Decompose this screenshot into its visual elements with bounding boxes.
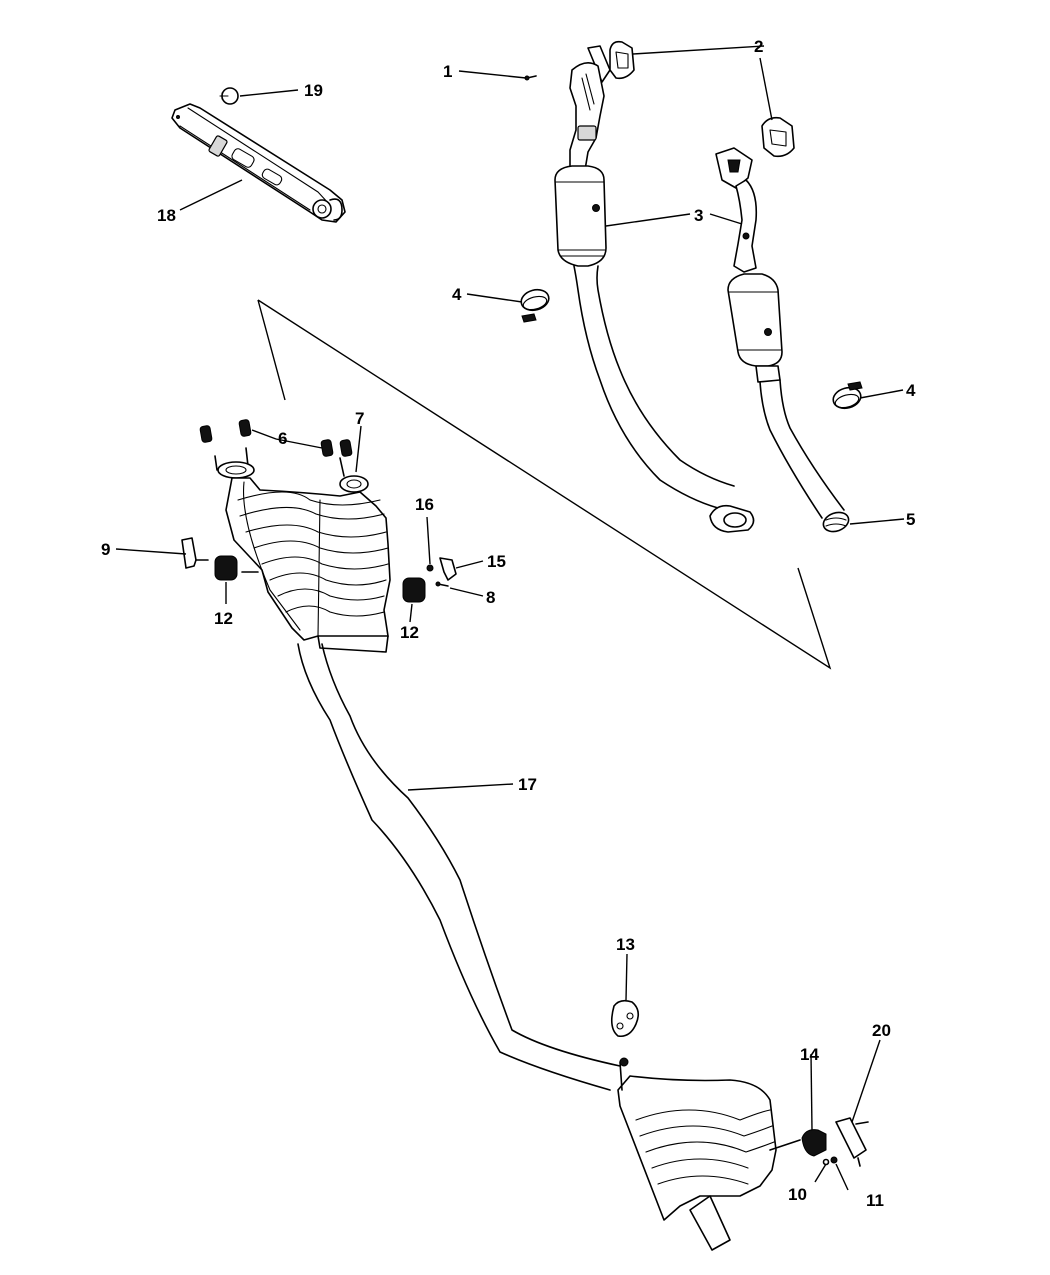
part-rear-muffler[interactable] — [617, 1057, 801, 1251]
callout-15: 15 — [487, 552, 506, 571]
callout-7: 7 — [355, 409, 364, 428]
callout-8: 8 — [486, 588, 495, 607]
leader-lines — [115, 45, 905, 1191]
assembly-frame-line — [257, 299, 832, 670]
part-11-nut[interactable] — [830, 1156, 838, 1164]
callout-14: 14 — [800, 1045, 819, 1064]
part-9-hanger-bracket[interactable] — [181, 537, 209, 569]
callout-9: 9 — [101, 540, 110, 559]
callout-3: 3 — [694, 206, 703, 225]
callout-20: 20 — [872, 1021, 891, 1040]
part-19-push-pin[interactable] — [219, 87, 239, 105]
callout-labels: 1 2 3 4 4 5 6 7 8 9 10 11 12 12 13 14 15… — [101, 37, 916, 1210]
callout-4: 4 — [906, 381, 916, 400]
callout-19: 19 — [304, 81, 323, 100]
part-17-intermediate-pipe[interactable] — [297, 643, 621, 1091]
part-2-gasket-front[interactable] — [609, 40, 635, 80]
part-front-converter-assembly[interactable] — [214, 447, 391, 653]
part-16-nut[interactable] — [426, 564, 434, 572]
callout-13: 13 — [616, 935, 635, 954]
callout-1: 1 — [443, 62, 452, 81]
callout-12: 12 — [400, 623, 419, 642]
part-14-isolator[interactable] — [801, 1129, 827, 1157]
part-12-isolator-right[interactable] — [402, 577, 426, 603]
callout-6: 6 — [278, 429, 287, 448]
callout-5: 5 — [906, 510, 915, 529]
part-12-isolator-left[interactable] — [214, 555, 259, 581]
part-20-hanger-bracket[interactable] — [835, 1117, 869, 1167]
part-2-gasket-rear[interactable] — [761, 116, 795, 158]
part-15-bracket[interactable] — [439, 557, 457, 581]
callout-17: 17 — [518, 775, 537, 794]
part-8-bolt[interactable] — [435, 581, 449, 587]
part-1-bolt[interactable] — [524, 75, 537, 81]
callout-2: 2 — [754, 37, 763, 56]
part-13-isolator[interactable] — [610, 999, 640, 1038]
callout-11: 11 — [866, 1191, 884, 1210]
callout-16: 16 — [415, 495, 434, 514]
part-4-clamp-left[interactable] — [519, 287, 551, 323]
part-10-washer[interactable] — [822, 1158, 830, 1166]
part-4-clamp-right[interactable] — [831, 381, 863, 411]
callout-10: 10 — [788, 1185, 807, 1204]
callout-18: 18 — [157, 206, 176, 225]
part-18-brace[interactable] — [171, 103, 346, 223]
part-3-converter-right[interactable] — [715, 147, 851, 535]
callout-4: 4 — [452, 285, 462, 304]
callout-12: 12 — [214, 609, 233, 628]
part-3-converter-left[interactable] — [554, 45, 755, 533]
part-6-nuts[interactable] — [199, 419, 353, 457]
